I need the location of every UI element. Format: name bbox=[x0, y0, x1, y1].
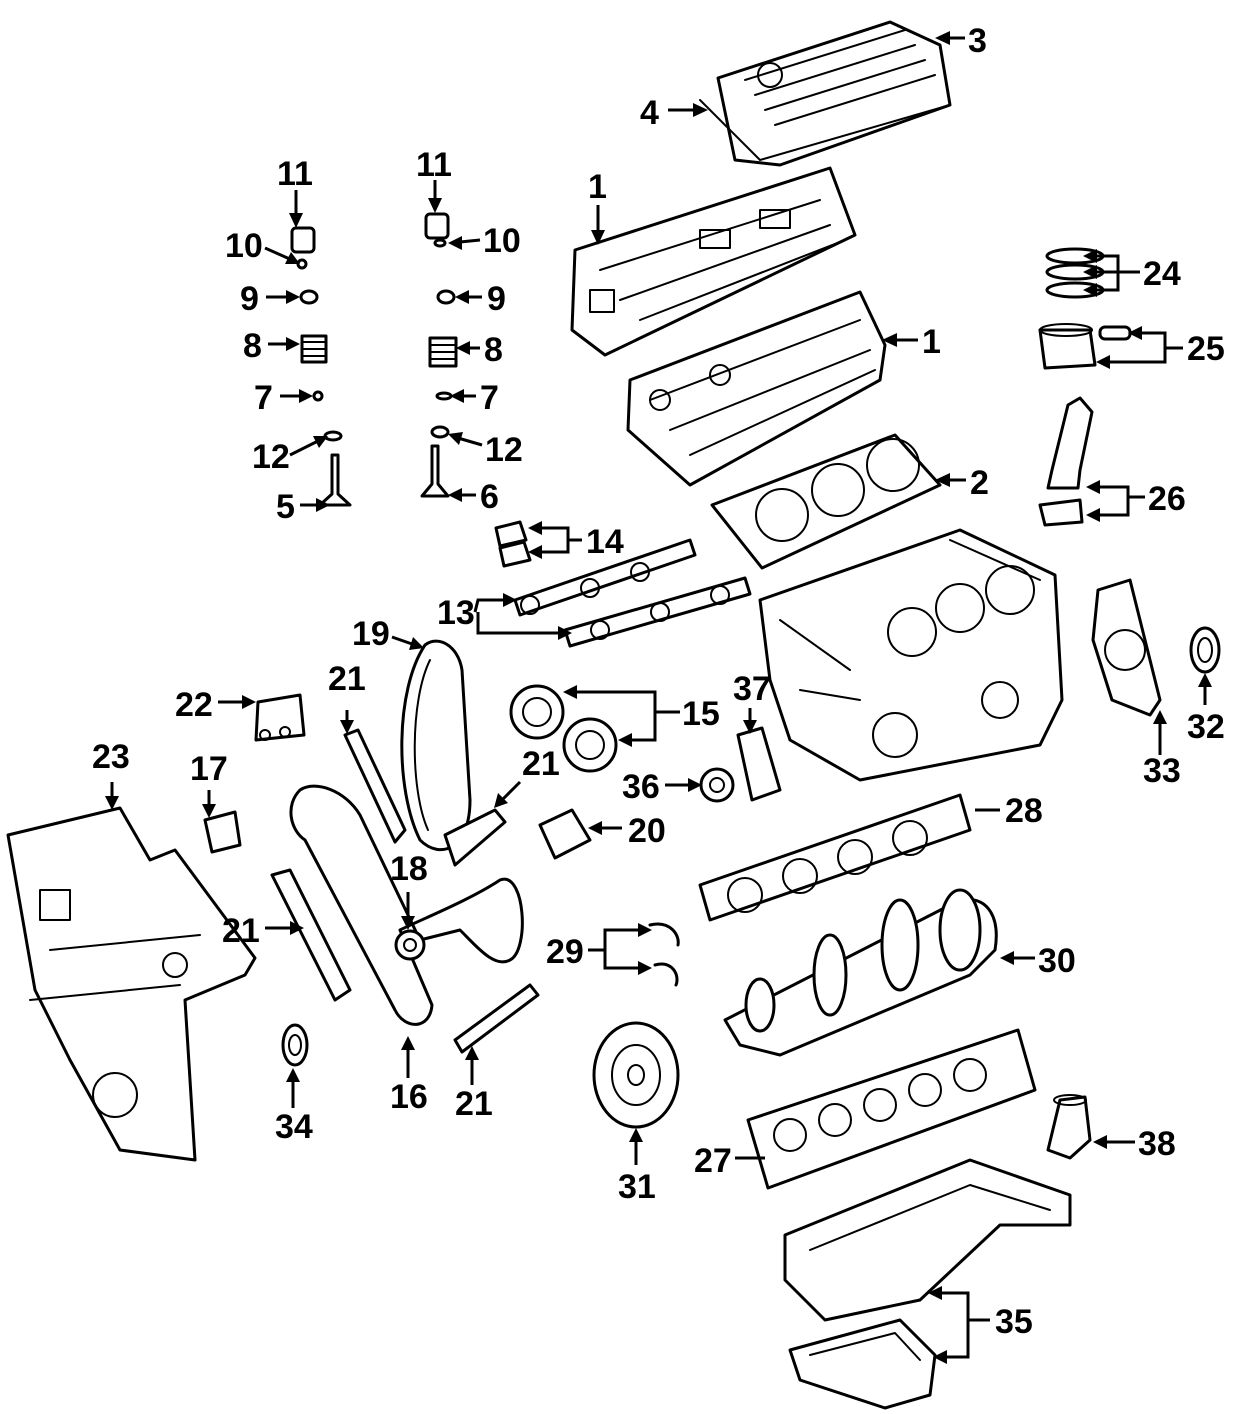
callout-36: 36 bbox=[622, 768, 660, 806]
callout-21-left: 21 bbox=[222, 912, 260, 950]
callout-7-right: 7 bbox=[480, 379, 499, 417]
front-seal-part bbox=[281, 1023, 309, 1067]
callout-14: 14 bbox=[586, 523, 624, 561]
valvetrain-left-parts bbox=[290, 226, 352, 507]
callout-19: 19 bbox=[352, 615, 390, 653]
callout-1-upper: 1 bbox=[588, 168, 607, 206]
callout-10-right: 10 bbox=[483, 222, 521, 260]
chain-guide-mid-part bbox=[443, 808, 507, 867]
callout-5: 5 bbox=[276, 488, 295, 526]
callout-21-upper: 21 bbox=[328, 660, 366, 698]
callout-12-right: 12 bbox=[485, 431, 523, 469]
callout-7-left: 7 bbox=[254, 379, 273, 417]
callout-38: 38 bbox=[1138, 1125, 1176, 1163]
callout-25: 25 bbox=[1187, 330, 1225, 368]
crankshaft-part bbox=[723, 888, 998, 1057]
cam-bearing-caps-part bbox=[494, 520, 532, 568]
callout-33: 33 bbox=[1143, 752, 1181, 790]
oil-pickup-part bbox=[1046, 1094, 1092, 1160]
callout-17: 17 bbox=[190, 750, 228, 788]
tensioner-bracket-part bbox=[254, 693, 306, 742]
main-bearings-lower-part bbox=[746, 1028, 1037, 1190]
callout-3: 3 bbox=[968, 22, 987, 60]
callout-15: 15 bbox=[682, 695, 720, 733]
callout-16: 16 bbox=[390, 1078, 428, 1116]
callout-29: 29 bbox=[546, 933, 584, 971]
callout-8-right: 8 bbox=[484, 331, 503, 369]
leader-lines bbox=[105, 31, 1212, 1364]
callout-21-mid: 21 bbox=[522, 745, 560, 783]
oil-pan-lower-part bbox=[788, 1318, 937, 1410]
callout-13: 13 bbox=[437, 594, 475, 632]
valve-cover-part bbox=[699, 20, 952, 167]
idler-pulley-part bbox=[699, 767, 735, 803]
front-timing-cover-part bbox=[6, 806, 257, 1162]
callout-20: 20 bbox=[628, 812, 666, 850]
callout-23: 23 bbox=[92, 738, 130, 776]
chain-guide-upper-part bbox=[343, 728, 407, 844]
callout-9-right: 9 bbox=[487, 280, 506, 318]
main-bearings-upper-part bbox=[698, 793, 972, 922]
rear-seal-part bbox=[1189, 626, 1221, 674]
callout-35: 35 bbox=[995, 1303, 1033, 1341]
callout-28: 28 bbox=[1005, 792, 1043, 830]
callout-18: 18 bbox=[390, 850, 428, 888]
connecting-rod-part bbox=[1038, 396, 1094, 527]
callout-6: 6 bbox=[480, 478, 499, 516]
callout-10-left: 10 bbox=[225, 227, 263, 265]
callout-8-left: 8 bbox=[243, 327, 262, 365]
chain-guide-left-part bbox=[270, 868, 352, 1002]
callout-30: 30 bbox=[1038, 942, 1076, 980]
primary-timing-chain-part bbox=[289, 784, 524, 1026]
callout-22: 22 bbox=[175, 686, 213, 724]
vvt-solenoid-part bbox=[538, 808, 592, 860]
callout-24: 24 bbox=[1143, 255, 1181, 293]
callout-2: 2 bbox=[970, 464, 989, 502]
piston-rings-part bbox=[1045, 247, 1105, 299]
callout-34: 34 bbox=[275, 1108, 313, 1146]
callout-11-right: 11 bbox=[416, 146, 452, 184]
callout-37: 37 bbox=[733, 670, 771, 708]
chain-tensioner-part bbox=[203, 810, 242, 854]
cam-sprockets-part bbox=[509, 684, 618, 773]
callout-31: 31 bbox=[618, 1168, 656, 1206]
cylinder-head-lower-part bbox=[626, 290, 887, 487]
rear-cover-part bbox=[1091, 578, 1162, 717]
callout-32: 32 bbox=[1187, 708, 1225, 746]
engine-block-part bbox=[758, 528, 1064, 782]
callout-12-left: 12 bbox=[252, 438, 290, 476]
camshafts-part bbox=[513, 538, 752, 648]
idler-sprocket-part bbox=[394, 929, 426, 961]
callout-27: 27 bbox=[694, 1142, 732, 1180]
oil-pan-upper-part bbox=[783, 1158, 1072, 1322]
thrust-washers-part bbox=[648, 922, 680, 987]
callout-11-left: 11 bbox=[277, 155, 313, 193]
callout-labels: 3 4 1 1 2 11 11 10 10 9 9 8 8 7 7 12 12 … bbox=[92, 22, 1225, 1341]
valvetrain-right-parts bbox=[420, 212, 458, 498]
bracket-part bbox=[736, 726, 782, 802]
callout-1-lower: 1 bbox=[922, 323, 941, 361]
chain-guide-lower-part bbox=[453, 983, 540, 1054]
callout-9-left: 9 bbox=[240, 280, 259, 318]
timing-chain-upper-part bbox=[400, 639, 472, 851]
head-gasket-part bbox=[710, 433, 942, 570]
callout-26: 26 bbox=[1148, 480, 1186, 518]
cylinder-head-upper-part bbox=[570, 166, 857, 357]
callout-21-lower: 21 bbox=[455, 1085, 493, 1123]
crank-pulley-part bbox=[592, 1021, 680, 1129]
callout-4: 4 bbox=[640, 94, 659, 132]
